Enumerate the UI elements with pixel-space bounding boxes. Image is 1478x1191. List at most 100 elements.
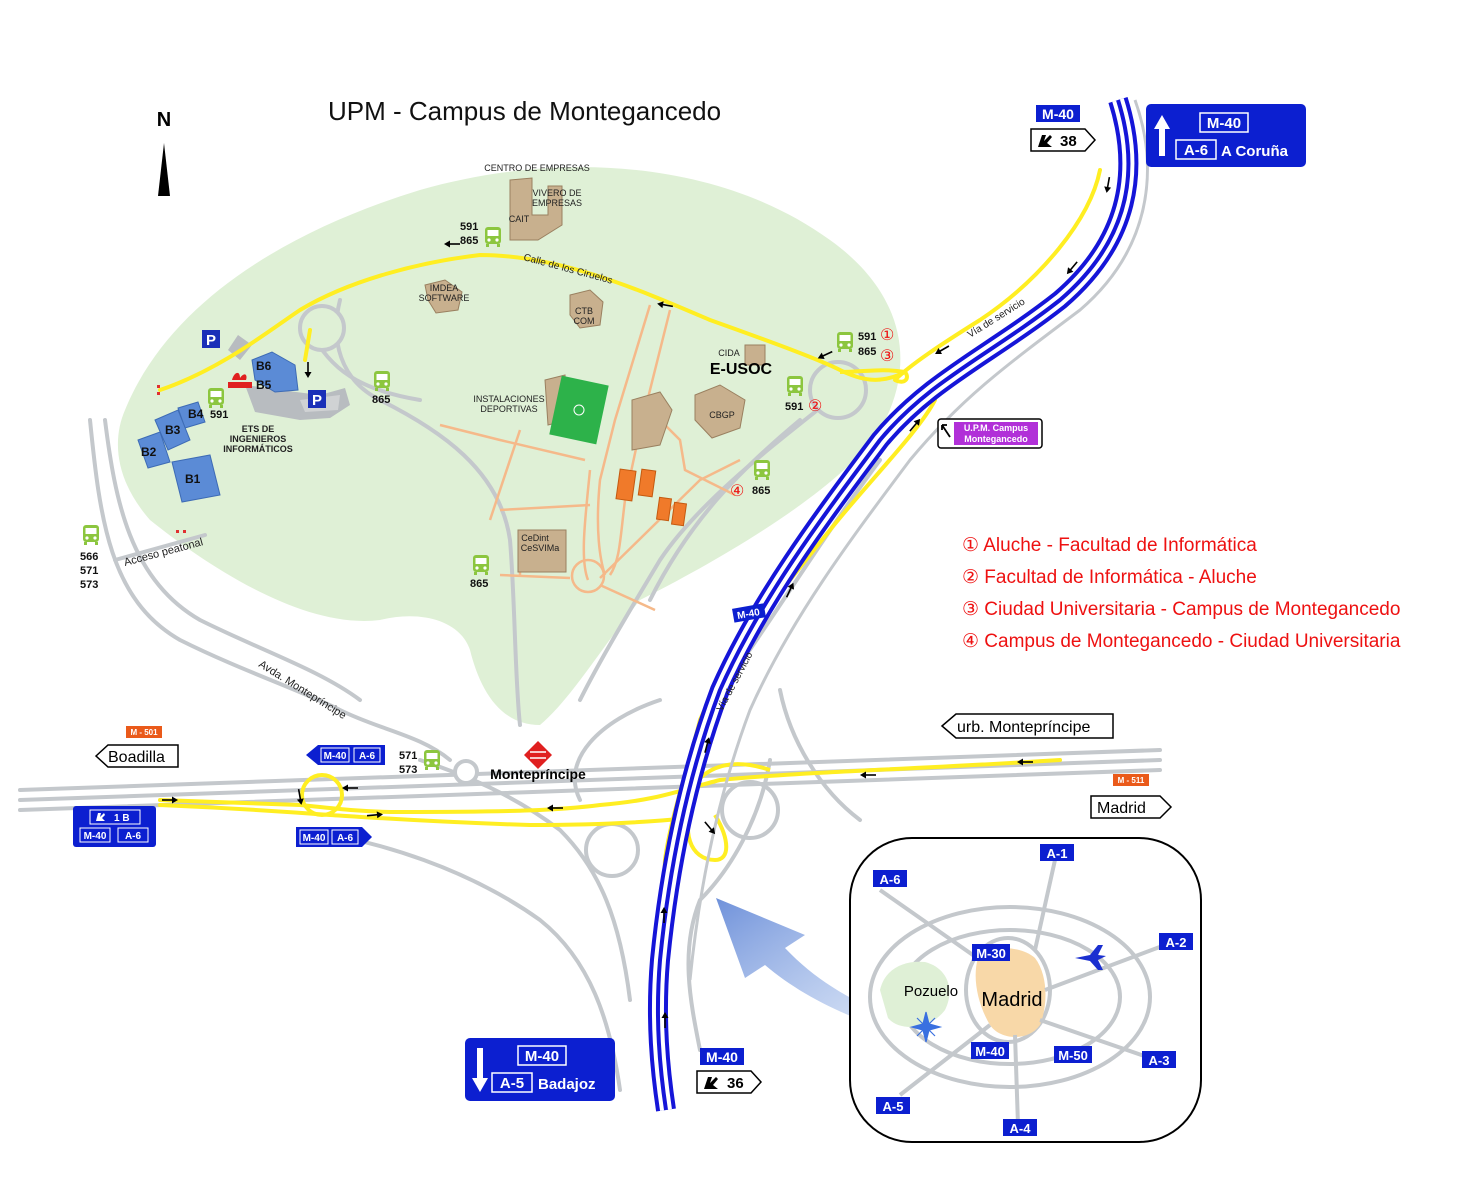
compass-label: N <box>157 109 171 131</box>
m40-highway <box>647 97 1149 1112</box>
inset-a4-label: A-4 <box>1010 1121 1032 1136</box>
bus-eusoc-line: 591 <box>785 401 803 413</box>
football-pitch <box>549 375 609 445</box>
inset-a1-shield <box>1040 844 1074 861</box>
parking-west: P <box>202 330 220 349</box>
exit-icon <box>1038 135 1052 147</box>
route-marker-4: ④ <box>730 483 744 500</box>
m40-a6-avda-a6: A-6 <box>359 751 376 762</box>
north-m40-label: M-40 <box>1207 115 1241 132</box>
south-a5-box <box>491 1072 533 1093</box>
up-arrow-icon <box>1154 115 1170 156</box>
bus-center-line: 865 <box>372 394 390 406</box>
b1-building <box>171 454 221 503</box>
inset-a3-shield <box>1142 1051 1176 1068</box>
b3-building <box>154 409 191 451</box>
north-a6-box <box>1175 139 1217 160</box>
exit-1b-m40-box <box>79 827 111 843</box>
ets-label-2: INGENIEROS <box>230 434 287 444</box>
exit-1b-label: 1 B <box>114 813 130 824</box>
exit-1b-icon <box>96 813 105 821</box>
diagonal-arrow-icon <box>941 424 951 438</box>
exit-36-icon <box>704 1077 718 1089</box>
route-marker-1: ① <box>880 327 894 344</box>
ets-label-3: INFORMÁTICOS <box>223 444 293 454</box>
route-marker-3: ③ <box>880 348 894 365</box>
legend-item: ② Facultad de Informática - Aluche <box>962 567 1257 588</box>
upm-campus-sign-bg <box>954 422 1038 445</box>
inset-a4-shield <box>1003 1119 1037 1136</box>
m501-label: M - 501 <box>130 728 158 737</box>
legend-item: ① Aluche - Facultad de Informática <box>962 535 1257 556</box>
m511-shield <box>1113 774 1149 786</box>
roundabout-south <box>584 822 640 878</box>
b2-label: B2 <box>141 445 157 459</box>
m40-bottom-label: M-40 <box>706 1049 738 1065</box>
south-dest-label: Badajoz <box>538 1076 596 1093</box>
parking-ets: P <box>308 390 326 409</box>
map-title: UPM - Campus de Montegancedo <box>328 96 722 126</box>
vivero-label-1: VIVERO DE <box>532 188 581 198</box>
imdea-building <box>424 279 463 314</box>
down-arrow-icon <box>472 1048 488 1092</box>
m501-shield <box>126 726 162 738</box>
m40-top-label: M-40 <box>1042 106 1074 122</box>
exit-36-label: 36 <box>727 1075 744 1092</box>
location-pointer-arrow <box>716 898 915 1034</box>
cait-building <box>509 177 563 241</box>
b3-label: B3 <box>165 423 181 437</box>
inset-pozuelo-label: Pozuelo <box>904 983 958 1000</box>
m40-a6-right-m40: M-40 <box>303 833 326 844</box>
metro-ligero-icon <box>524 741 552 769</box>
south-m40-label: M-40 <box>525 1048 559 1065</box>
m40-a6-sign-right-box-2 <box>331 829 359 845</box>
bus-icon <box>374 371 390 391</box>
upm-sign-label-2: Montegancedo <box>964 434 1028 444</box>
inset-a5-shield <box>876 1097 910 1114</box>
roundabout-avda <box>453 759 479 785</box>
boadilla-label: Boadilla <box>108 749 165 766</box>
cedint-label-1: CeDint <box>521 533 549 543</box>
footpaths <box>439 304 741 612</box>
bus-sport-line: 865 <box>752 485 770 497</box>
yellow-roundabout-west <box>300 773 344 817</box>
ctb-label-2: COM <box>574 316 595 326</box>
sport-courts <box>615 468 688 527</box>
bus-b4-line: 591 <box>210 409 228 421</box>
bus-icon <box>754 460 770 480</box>
bus-entrance-line-1: 591 <box>858 331 876 343</box>
inset-m50-shield <box>1054 1046 1092 1063</box>
parking-ets-label: P <box>312 392 322 409</box>
bus-icon <box>485 227 501 247</box>
bus-west-line-3: 573 <box>80 579 98 591</box>
buildings <box>424 177 766 573</box>
urb-monteprincipe-label: urb. Montepríncipe <box>957 719 1091 736</box>
inset-a6-label: A-6 <box>880 872 901 887</box>
inset-m40-label: M-40 <box>975 1044 1005 1059</box>
bus-cedint-line: 865 <box>470 578 488 590</box>
inset-a1-label: A-1 <box>1047 846 1068 861</box>
inset-a5-label: A-5 <box>883 1099 904 1114</box>
bus-avda-line-1: 571 <box>399 750 417 762</box>
centro-empresas-label: CENTRO DE EMPRESAS <box>484 163 590 173</box>
bus-icon <box>208 388 224 408</box>
m40-a6-sign-right-box-1 <box>299 829 329 845</box>
compass-arrow-icon <box>158 143 170 196</box>
boadilla-sign <box>94 744 179 768</box>
bus-west-line-1: 566 <box>80 551 98 563</box>
cedint-building <box>517 529 567 573</box>
bus-icon <box>473 555 489 575</box>
b5-label: B5 <box>256 378 272 392</box>
bus-cait-line-2: 865 <box>460 235 478 247</box>
madrid-sign-label: Madrid <box>1097 800 1146 817</box>
inset-m50-label: M-50 <box>1058 1048 1088 1063</box>
lab-building <box>631 391 673 451</box>
instalaciones-label-1: INSTALACIONES <box>473 394 544 404</box>
inset-a2-shield <box>1159 933 1193 950</box>
cbgp-label: CBGP <box>709 410 735 420</box>
bus-icon <box>83 525 99 545</box>
roundabout-west <box>298 304 346 352</box>
bus-icon <box>837 332 853 352</box>
bus-route-legend: ① Aluche - Facultad de Informática ② Fac… <box>962 530 1400 658</box>
